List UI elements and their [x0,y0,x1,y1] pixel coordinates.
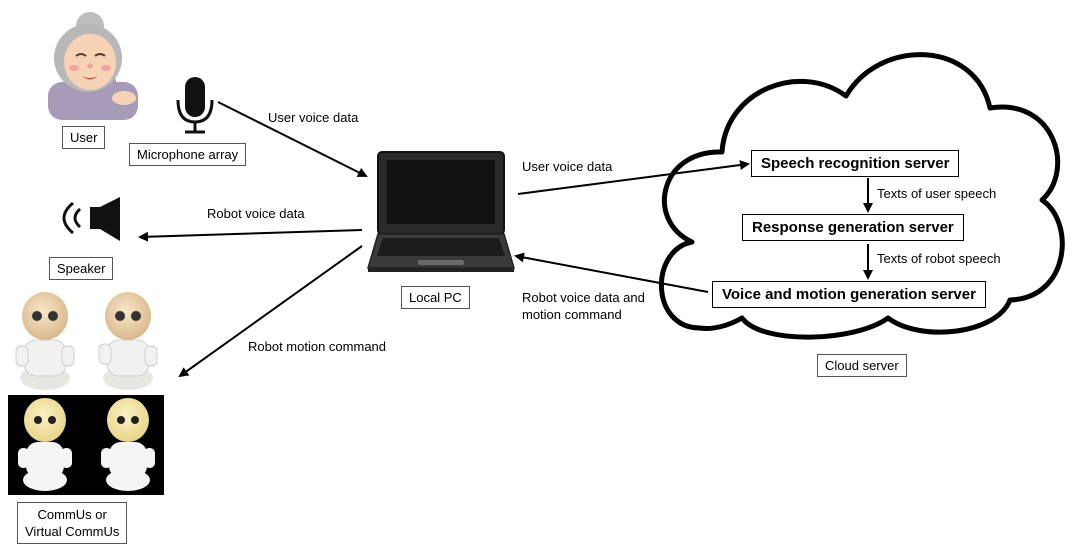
user-illustration [48,12,138,120]
cloud-server-label: Cloud server [817,354,907,377]
arrow-cloud-to-pc [514,252,709,293]
flow-label-pc-to-cloud: User voice data [522,159,613,174]
flow-label-cloud-to-pc: Robot voice data and motion command [522,290,645,322]
arrow-pc-to-robot [178,245,363,378]
speech-recognition-server: Speech recognition server [751,150,960,177]
laptop-icon [366,151,516,272]
flow-label-mic-to-pc: User voice data [268,110,359,125]
speaker-label: Speaker [49,257,114,280]
response-generation-server: Response generation server [742,214,964,241]
local-pc-label: Local PC [401,286,470,309]
arrow-pc-to-cloud [517,160,750,195]
flow-label-pc-to-robot: Robot motion command [248,339,387,354]
speaker-icon [62,197,120,241]
robots-label: CommUs or Virtual CommUs [17,502,128,544]
arrow-mic-to-pc [217,101,368,177]
flow-label-response-to-voice: Texts of robot speech [877,251,1001,266]
microphone-icon [176,77,214,134]
robot-illustration-virtual [8,395,164,495]
flow-label-speech-to-response: Texts of user speech [877,186,997,201]
microphone-label: Microphone array [129,143,247,166]
flow-label-pc-to-speaker: Robot voice data [207,206,305,221]
user-label: User [62,126,106,149]
robot-illustration-physical [15,292,158,390]
cloud-shape [659,52,1065,340]
voice-motion-generation-server: Voice and motion generation server [712,281,986,308]
arrow-pc-to-speaker [138,229,363,242]
